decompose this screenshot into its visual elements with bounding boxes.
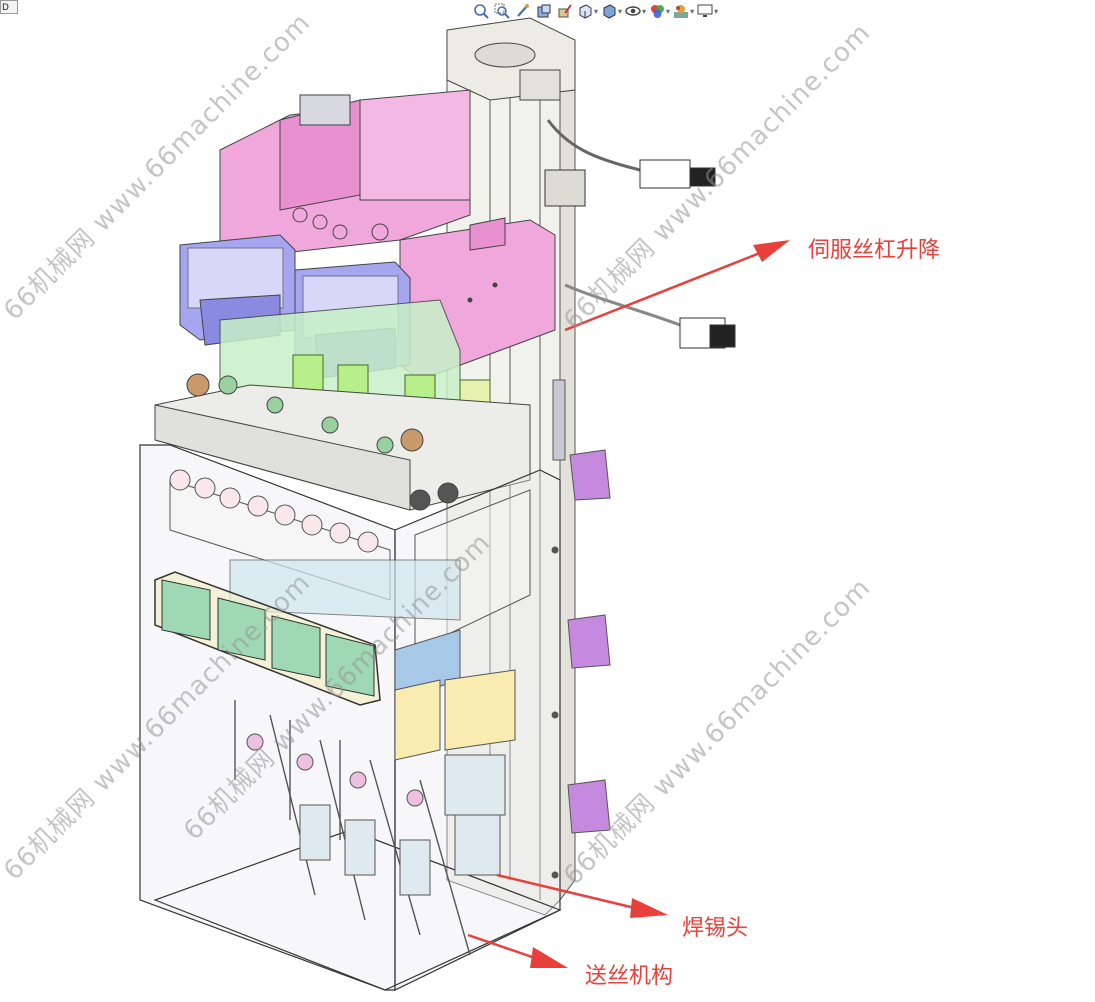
hide-show-items-icon: [625, 3, 641, 19]
previous-view-icon: [515, 3, 531, 19]
view-settings-button[interactable]: ▾: [697, 1, 718, 21]
encoder-connector: [544, 169, 586, 207]
heads-up-view-toolbar: ▾ ▾ ▾ ▾ ▾ ▾: [472, 0, 718, 22]
apply-scene-icon: [673, 3, 689, 19]
dynamic-annotation-button[interactable]: [556, 1, 574, 21]
digital-display-panel: [154, 571, 381, 706]
section-view-icon: [536, 3, 552, 19]
callout-label-wire-feed: 送丝机构: [585, 964, 674, 989]
inner-carriage: [229, 559, 461, 701]
pink-valve-manifold: [219, 89, 471, 261]
view-orientation-icon: [577, 3, 593, 19]
chevron-down-icon[interactable]: ▾: [618, 6, 623, 16]
zoom-to-area-icon: [494, 3, 510, 19]
motor-connector-top: [639, 159, 716, 189]
view-orientation-button[interactable]: ▾: [577, 1, 598, 21]
callout-arrow-solder-head: [496, 873, 668, 918]
digital-display-units: [161, 579, 375, 697]
callout-arrow-servo-lift: [564, 240, 790, 332]
zoom-to-area-button[interactable]: [493, 1, 511, 21]
chevron-down-icon[interactable]: ▾: [642, 6, 647, 16]
dynamic-annotation-icon: [557, 3, 573, 19]
chevron-down-icon[interactable]: ▾: [690, 6, 695, 16]
edit-appearance-button[interactable]: ▾: [649, 1, 670, 21]
cover-knobs: [169, 469, 379, 553]
zoom-to-fit-button[interactable]: [472, 1, 490, 21]
edit-appearance-icon: [649, 3, 665, 19]
wire-feed-rollers: [246, 733, 424, 807]
view-settings-icon: [697, 3, 713, 19]
yellow-heater-blocks: [394, 669, 516, 761]
previous-view-button[interactable]: [514, 1, 532, 21]
solder-head-bodies: [299, 754, 506, 896]
purple-mount-brackets: [567, 449, 611, 834]
viewport-corner-tab[interactable]: D: [0, 0, 18, 14]
solder-head-assemblies: [234, 700, 471, 956]
display-style-button[interactable]: ▾: [601, 1, 622, 21]
fitting-manifold-bar: [154, 373, 531, 511]
apply-scene-button[interactable]: ▾: [673, 1, 694, 21]
display-style-icon: [601, 3, 617, 19]
callout-arrow-wire-feed: [467, 933, 568, 968]
section-view-button[interactable]: [535, 1, 553, 21]
chevron-down-icon[interactable]: ▾: [594, 6, 599, 16]
motor-cable-bottom: [564, 283, 681, 327]
chevron-down-icon[interactable]: ▾: [714, 6, 719, 16]
callout-label-servo-lift: 伺服丝杠升降: [808, 238, 941, 263]
chevron-down-icon[interactable]: ▾: [666, 6, 671, 16]
motor-connector-bottom: [679, 317, 736, 349]
callout-label-solder-head: 焊锡头: [682, 916, 749, 941]
rail-slots: [551, 379, 566, 879]
servo-motor: [446, 17, 576, 101]
zoom-to-fit-icon: [473, 3, 489, 19]
motor-cable-top: [546, 119, 641, 172]
hide-show-items-button[interactable]: ▾: [625, 1, 646, 21]
